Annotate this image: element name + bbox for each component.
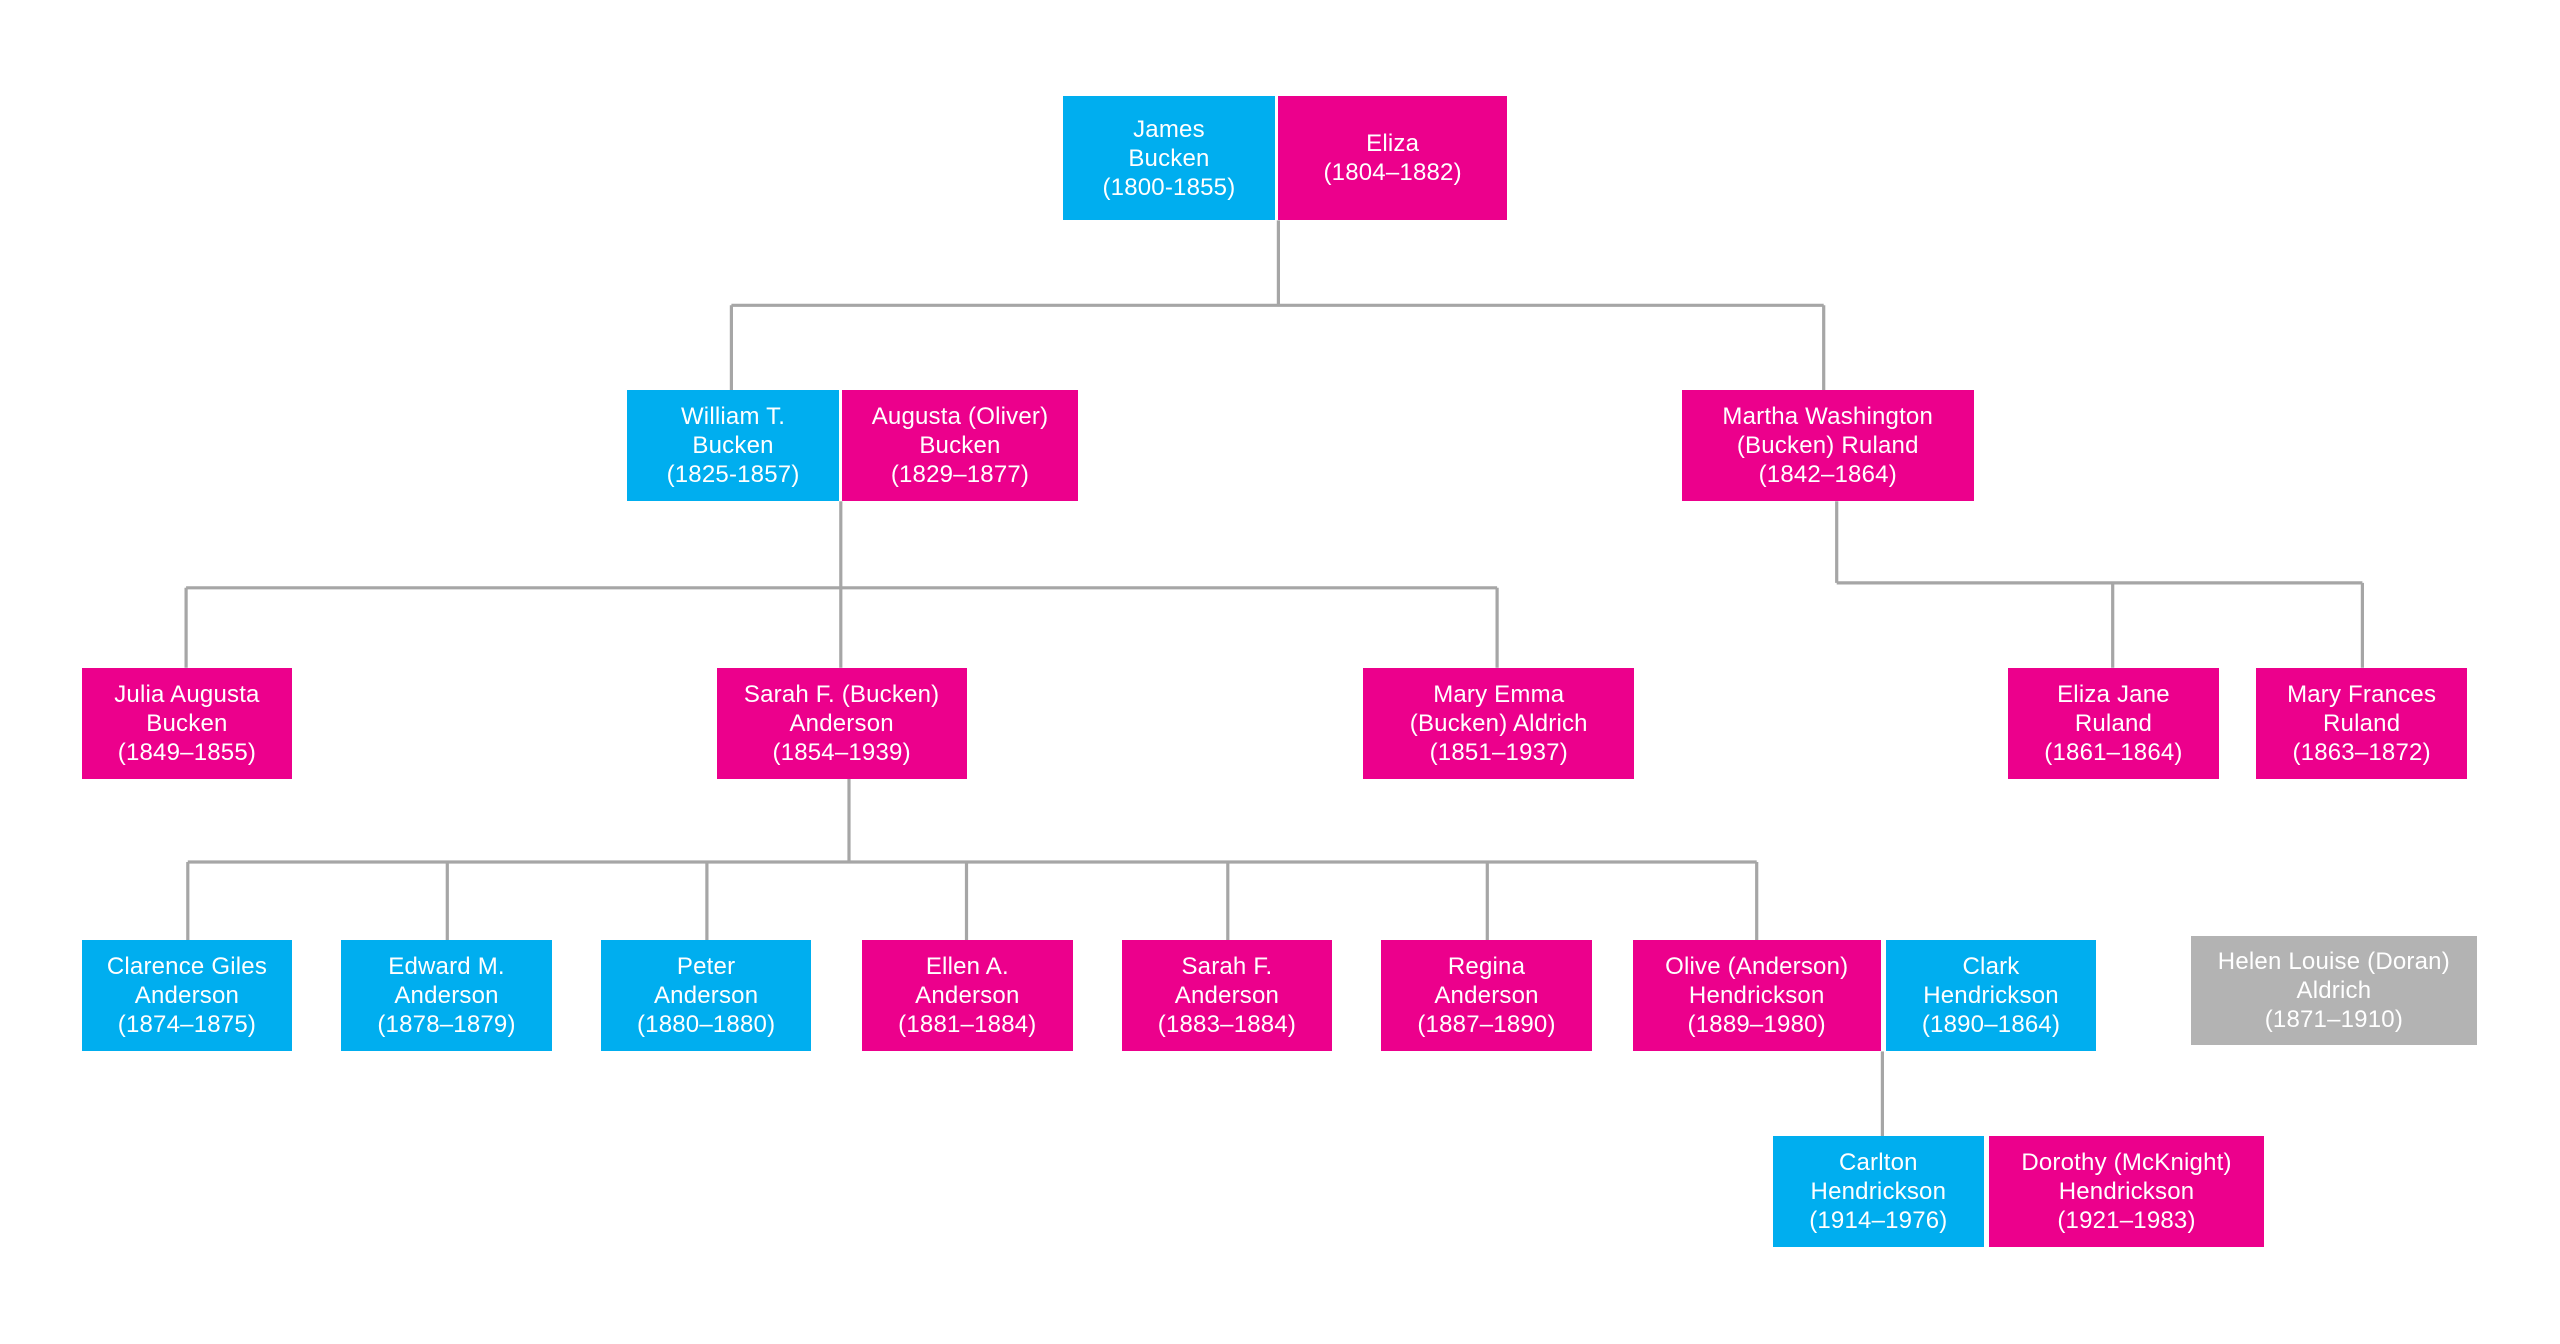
person-name-line: Anderson xyxy=(915,982,1020,1010)
person-name-line: Mary Frances xyxy=(2287,680,2437,708)
person-dates: (1804–1882) xyxy=(1323,159,1462,187)
person-name-line: Bucken xyxy=(1128,144,1210,172)
person-name-line: Dorothy (McKnight) xyxy=(2021,1149,2232,1177)
person-dates: (1800-1855) xyxy=(1102,173,1236,201)
person-dates: (1887–1890) xyxy=(1417,1011,1556,1039)
person-dates: (1842–1864) xyxy=(1758,461,1897,489)
person-dates: (1871–1910) xyxy=(2264,1005,2404,1033)
person-name-line: Ellen A. xyxy=(925,953,1009,981)
person-name-line: Edward M. xyxy=(388,953,505,981)
person-dates: (1825-1857) xyxy=(666,461,800,489)
person-name-line: Hendrickson xyxy=(1923,982,2059,1010)
person-dates: (1914–1976) xyxy=(1809,1207,1948,1235)
person-name-line: Ruland xyxy=(2074,709,2153,737)
person-box-sarah: Sarah F. (Bucken)Anderson(1854–1939) xyxy=(716,667,967,779)
person-name-line: Julia Augusta xyxy=(114,680,260,708)
person-name-line: Hendrickson xyxy=(1688,982,1825,1010)
person-dates: (1829–1877) xyxy=(890,461,1030,489)
person-dates: (1863–1872) xyxy=(2292,738,2431,766)
person-name-line: Martha Washington xyxy=(1722,403,1934,431)
person-dates: (1851–1937) xyxy=(1429,738,1568,766)
person-dates: (1849–1855) xyxy=(117,738,257,766)
person-name-line: Anderson xyxy=(1434,982,1539,1010)
person-name-line: Bucken xyxy=(146,709,228,737)
person-name-line: Aldrich xyxy=(2296,976,2372,1004)
person-name-line: (Bucken) Aldrich xyxy=(1409,709,1588,737)
person-name-line: Anderson xyxy=(789,709,894,737)
person-name-line: Clark xyxy=(1962,953,2020,981)
person-name-line: Mary Emma xyxy=(1433,680,1565,708)
person-name-line: Anderson xyxy=(1174,982,1280,1010)
person-name-line: Sarah F. (Bucken) xyxy=(743,680,940,708)
person-name-line: James xyxy=(1133,115,1205,143)
person-name-line: Clarence Giles xyxy=(106,953,268,981)
person-box-sarahf: Sarah F.Anderson(1883–1884) xyxy=(1121,940,1333,1052)
person-name-line: Regina xyxy=(1447,953,1526,981)
person-dates: (1889–1980) xyxy=(1687,1011,1826,1039)
person-box-maryemma: Mary Emma(Bucken) Aldrich(1851–1937) xyxy=(1363,667,1635,779)
person-name-line: Olive (Anderson) xyxy=(1665,953,1849,981)
person-name-line: Augusta (Oliver) xyxy=(871,403,1049,431)
person-box-edward: Edward M.Anderson(1878–1879) xyxy=(341,940,552,1052)
person-box-eliza: Eliza(1804–1882) xyxy=(1278,96,1507,221)
person-dates: (1854–1939) xyxy=(772,738,911,766)
person-name-line: Eliza Jane xyxy=(2057,680,2170,708)
person-name-line: Helen Louise (Doran) xyxy=(2217,947,2450,975)
person-name-line: Bucken xyxy=(692,432,774,460)
person-dates: (1890–1864) xyxy=(1921,1011,2061,1039)
person-dates: (1881–1884) xyxy=(898,1011,1037,1039)
person-name-line: Hendrickson xyxy=(1810,1178,1947,1206)
person-box-olive: Olive (Anderson)Hendrickson(1889–1980) xyxy=(1632,940,1881,1052)
person-box-dorothy: Dorothy (McKnight)Hendrickson(1921–1983) xyxy=(1988,1136,2265,1248)
person-box-martha: Martha Washington(Bucken) Ruland(1842–18… xyxy=(1681,390,1974,502)
person-name-line: Peter xyxy=(676,953,736,981)
person-box-augusta: Augusta (Oliver)Bucken(1829–1877) xyxy=(842,390,1078,502)
person-name-line: William T. xyxy=(680,403,786,431)
person-name-line: Hendrickson xyxy=(2058,1178,2195,1206)
person-dates: (1874–1875) xyxy=(117,1011,257,1039)
person-name-line: Anderson xyxy=(653,982,759,1010)
person-dates: (1878–1879) xyxy=(377,1011,516,1039)
person-dates: (1880–1880) xyxy=(636,1011,776,1039)
person-box-helen: Helen Louise (Doran)Aldrich(1871–1910) xyxy=(2191,935,2477,1045)
person-name-line: Carlton xyxy=(1838,1149,1918,1177)
person-name-line: Anderson xyxy=(394,982,499,1010)
person-name-line: Anderson xyxy=(134,982,240,1010)
person-name-line: (Bucken) Ruland xyxy=(1736,432,1919,460)
person-dates: (1921–1983) xyxy=(2057,1207,2196,1235)
person-name-line: Ruland xyxy=(2322,709,2401,737)
person-box-william: William T.Bucken(1825-1857) xyxy=(626,390,840,502)
person-name-line: Bucken xyxy=(919,432,1001,460)
person-name-line: Eliza xyxy=(1366,130,1420,158)
person-dates: (1861–1864) xyxy=(2044,738,2183,766)
person-box-ellen: Ellen A.Anderson(1881–1884) xyxy=(862,940,1073,1052)
person-name-line: Sarah F. xyxy=(1181,953,1273,981)
person-dates: (1883–1884) xyxy=(1157,1011,1297,1039)
